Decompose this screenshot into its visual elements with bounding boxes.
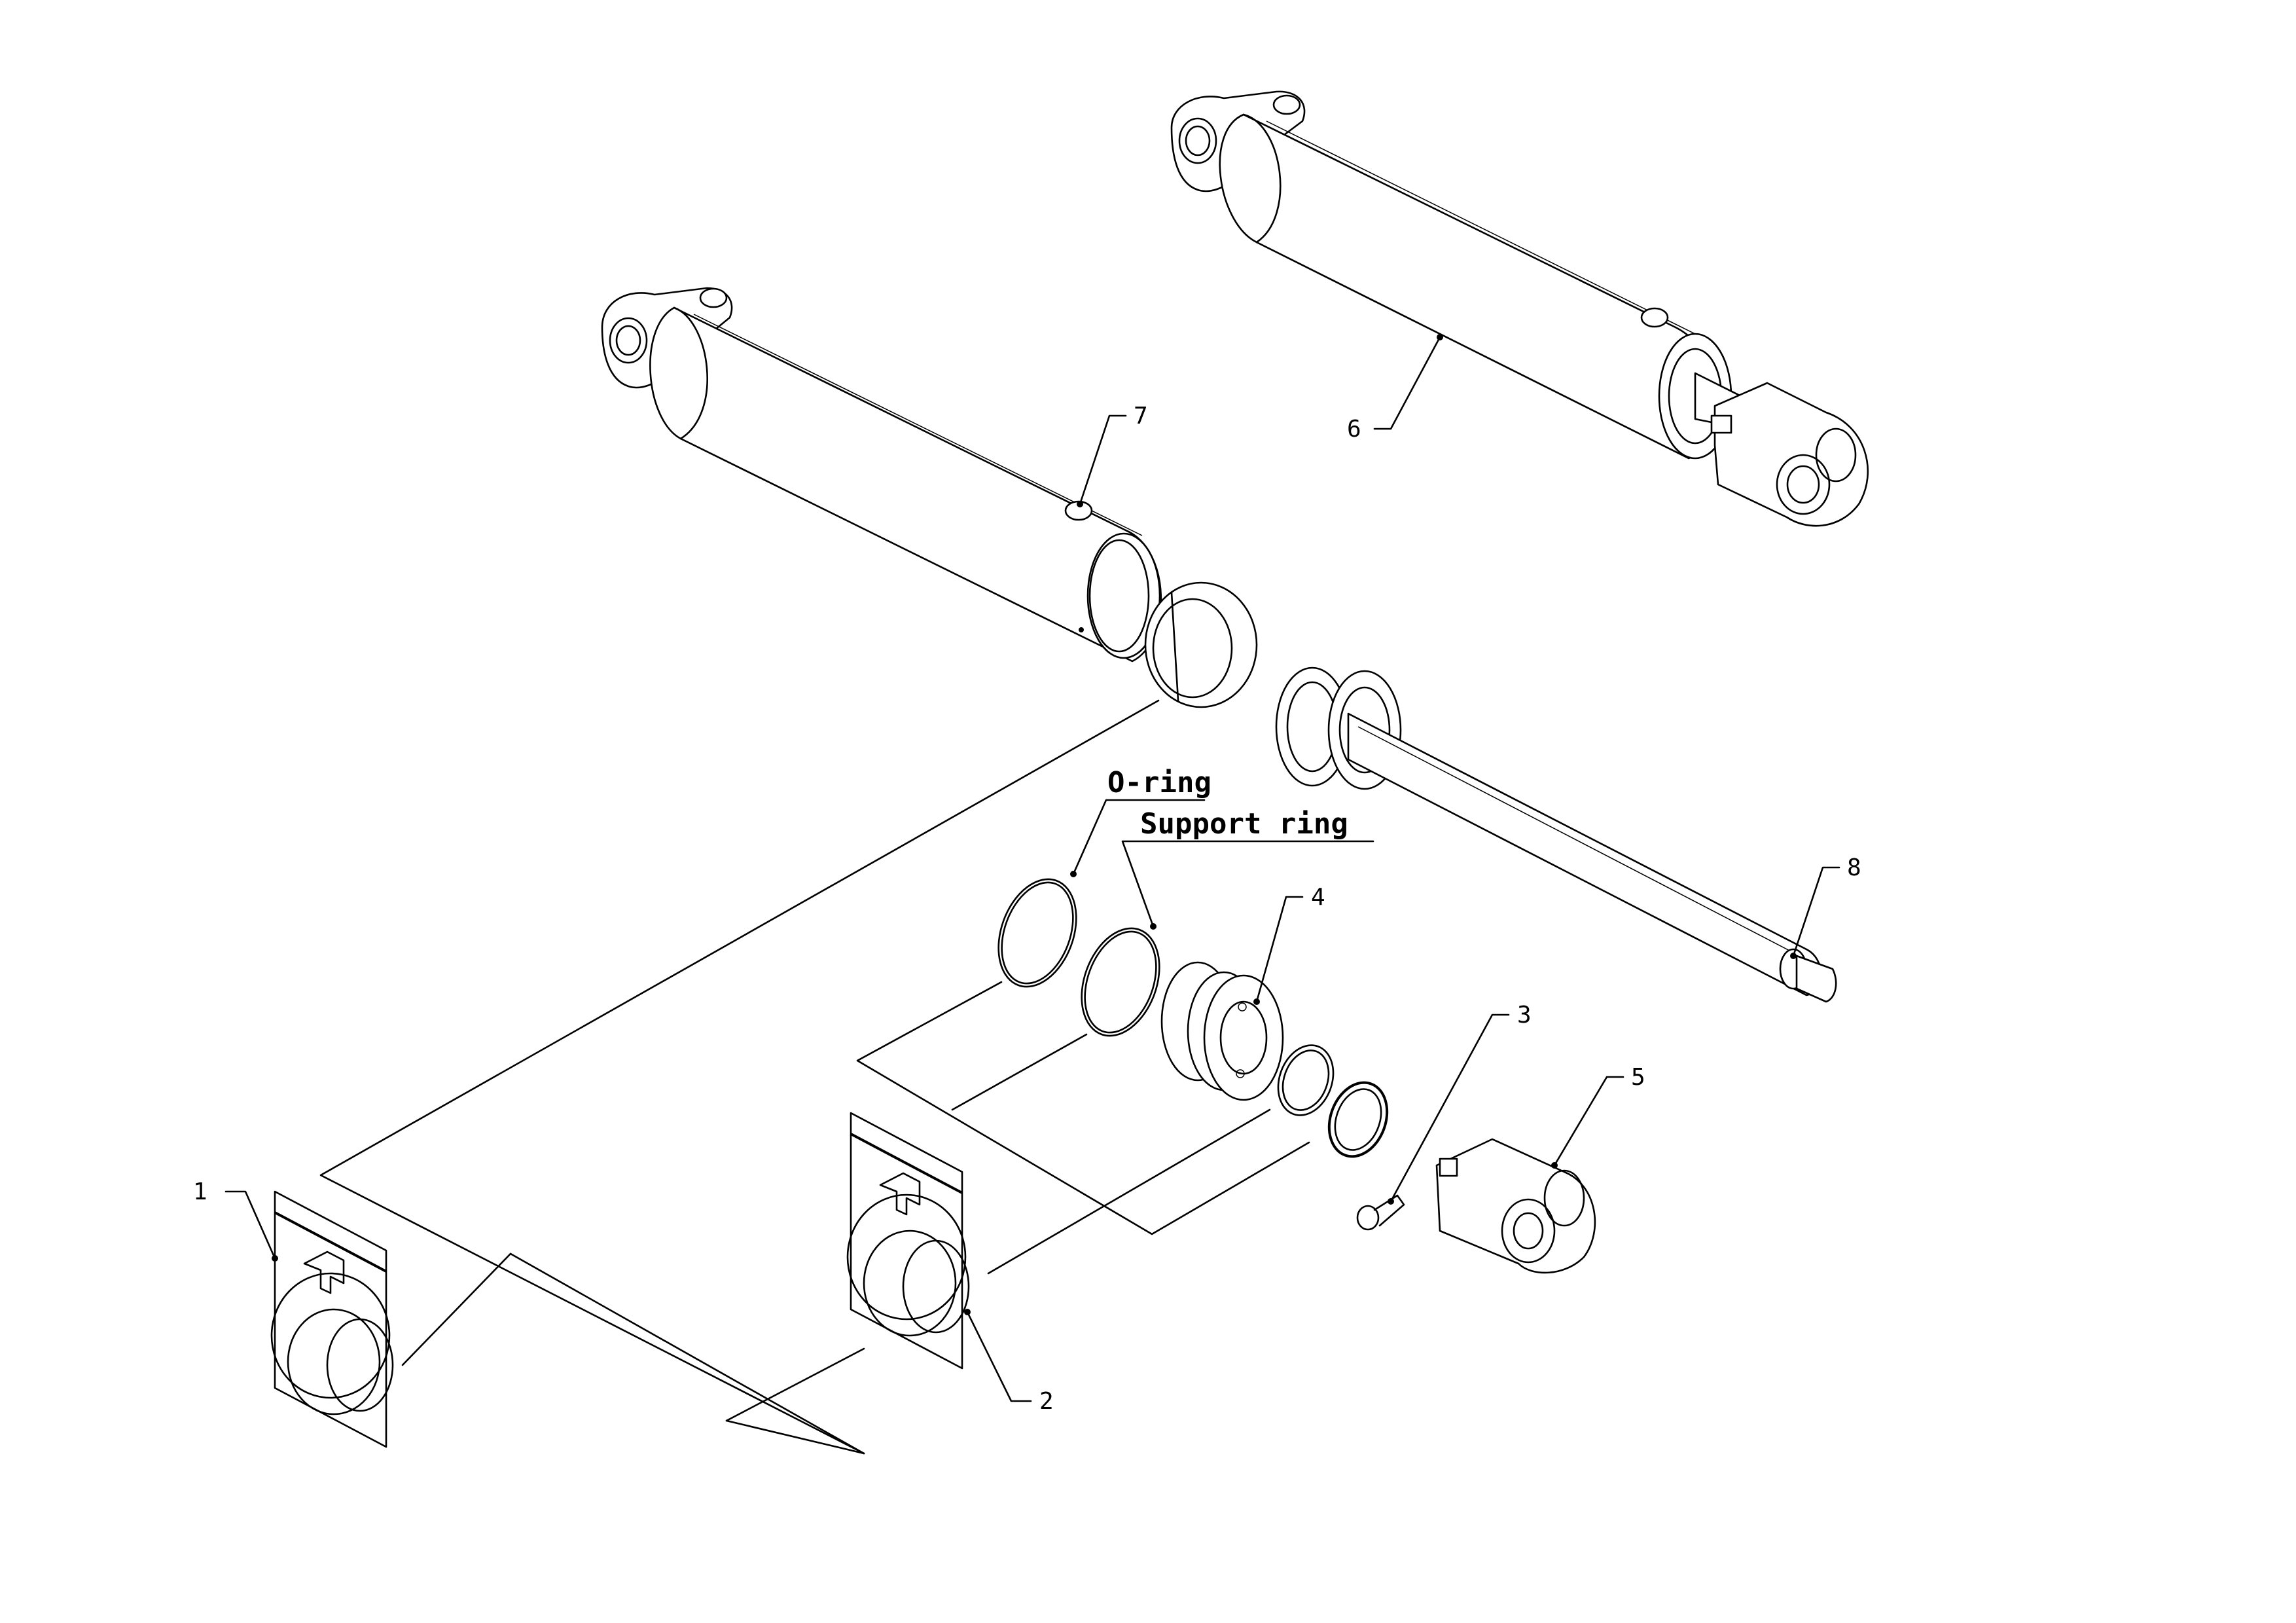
callout-7: 7 [1134, 403, 1148, 429]
callout-2: 2 [1039, 1388, 1054, 1415]
cylinder-tube [601, 287, 1162, 663]
o-ring-label: O-ring [1107, 766, 1211, 799]
o-ring-part [997, 878, 1077, 988]
assembly-lines [319, 699, 1310, 1455]
guide-ring [1144, 581, 1258, 708]
assembled-cylinder [1170, 90, 1869, 527]
screw [1356, 1194, 1405, 1231]
callout-1: 1 [193, 1178, 207, 1205]
seal-kit-bag-1 [270, 1190, 394, 1448]
support-ring-label: Support ring [1140, 807, 1348, 841]
seal-kit-bag-2 [846, 1112, 970, 1370]
rod-seals [1277, 1044, 1389, 1158]
callout-5: 5 [1631, 1064, 1645, 1091]
piston [1160, 961, 1284, 1101]
rod-clevis [1435, 1138, 1596, 1274]
callout-4: 4 [1311, 884, 1325, 911]
callout-8: 8 [1847, 854, 1861, 881]
piston-rod [1275, 666, 1837, 1003]
callout-3: 3 [1517, 1002, 1532, 1029]
support-ring-part [1081, 927, 1160, 1037]
label-leaders [1070, 799, 1374, 930]
callout-6: 6 [1347, 416, 1361, 443]
leader-lines [224, 334, 1840, 1402]
